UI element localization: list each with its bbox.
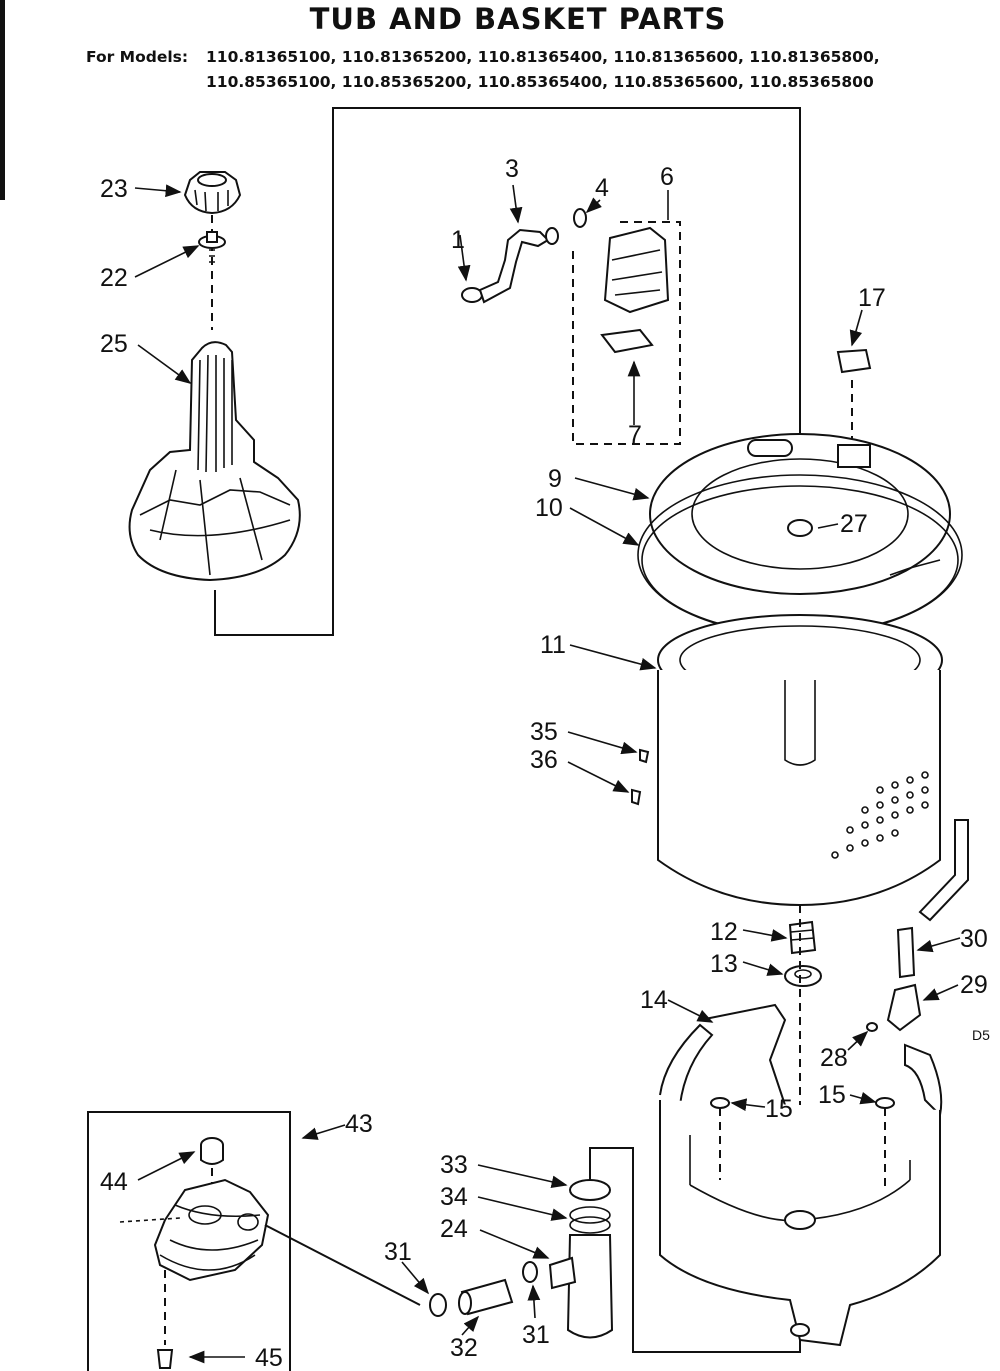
callout-4: 4: [595, 174, 609, 202]
callout-9: 9: [548, 465, 562, 493]
wash-basket-11: [657, 614, 943, 907]
nut-13: [784, 965, 822, 987]
callout-25: 25: [100, 330, 128, 358]
seal-12: [788, 920, 817, 955]
callout-29: 29: [960, 971, 988, 999]
callout-36: 36: [530, 746, 558, 774]
callout-27: 27: [840, 510, 868, 538]
callout-43: 43: [345, 1110, 373, 1138]
pump-bracket-43: [87, 1111, 291, 1371]
callout-23: 23: [100, 175, 128, 203]
basket-holes: [831, 771, 929, 859]
pump-44-45-assembly: [119, 1137, 270, 1369]
callout-32: 32: [450, 1334, 478, 1362]
dispenser-assembly-6: [603, 226, 670, 314]
callout-34: 34: [440, 1183, 468, 1211]
callout-7: 7: [628, 421, 642, 449]
callout-15-right: 15: [818, 1081, 846, 1109]
fitting-link-line: [589, 1147, 801, 1353]
pump-hose-link-line: [264, 1224, 421, 1306]
agitator-cap-23: [183, 171, 242, 215]
screw-15-left: [710, 1097, 730, 1180]
callout-10: 10: [535, 494, 563, 522]
callout-31-left: 31: [384, 1238, 412, 1266]
scan-edge-bar: [0, 0, 5, 200]
clamp-31-right: [522, 1261, 538, 1283]
corner-mark: D5: [972, 1027, 990, 1043]
callout-28: 28: [820, 1044, 848, 1072]
callout-31-right: 31: [522, 1321, 550, 1349]
fill-hose-assembly: [461, 208, 587, 304]
callout-11: 11: [540, 631, 566, 659]
tube-30-lower: [896, 926, 916, 979]
callout-44: 44: [100, 1168, 128, 1196]
cap-17: [836, 348, 872, 374]
agitator-25: [128, 341, 301, 582]
diagram-title: TUB AND BASKET PARTS: [309, 2, 727, 36]
tub-ring-9: [649, 433, 951, 595]
callout-45: 45: [255, 1344, 283, 1371]
callout-35: 35: [530, 718, 558, 746]
gasket-7: [600, 328, 654, 354]
callout-30: 30: [960, 925, 988, 953]
callout-13: 13: [710, 950, 738, 978]
models-row-1: 110.81365100, 110.81365200, 110.81365400…: [206, 48, 880, 66]
callout-12: 12: [710, 918, 738, 946]
elbow-29: [886, 983, 922, 1032]
callout-22: 22: [100, 264, 128, 292]
callout-3: 3: [505, 155, 519, 183]
callout-17: 17: [858, 284, 886, 312]
drain-hose-30: [918, 819, 969, 922]
clamp-31-left: [429, 1293, 447, 1317]
callout-1: 1: [451, 226, 465, 254]
callout-24: 24: [440, 1215, 468, 1243]
clip-35: [639, 748, 650, 764]
washer-28: [866, 1022, 878, 1032]
agitator-washer-22: [198, 231, 226, 263]
models-row-2: 110.85365100, 110.85365200, 110.85365400…: [206, 73, 874, 91]
callout-labels: 23 22 25 1 3 4 6 7 17 9 10 27 11 35 36 1…: [100, 155, 990, 1371]
callout-33: 33: [440, 1151, 468, 1179]
clip-36: [631, 788, 642, 806]
models-prefix: For Models:: [86, 48, 189, 66]
group-bracket-line: [214, 107, 801, 636]
leader-lines: [134, 184, 961, 1364]
outer-tub-14: [659, 1003, 943, 1347]
drain-fitting-33-34: [548, 1179, 614, 1339]
callout-6: 6: [660, 163, 674, 191]
callout-14: 14: [640, 986, 668, 1014]
callout-15-left: 15: [765, 1095, 793, 1123]
